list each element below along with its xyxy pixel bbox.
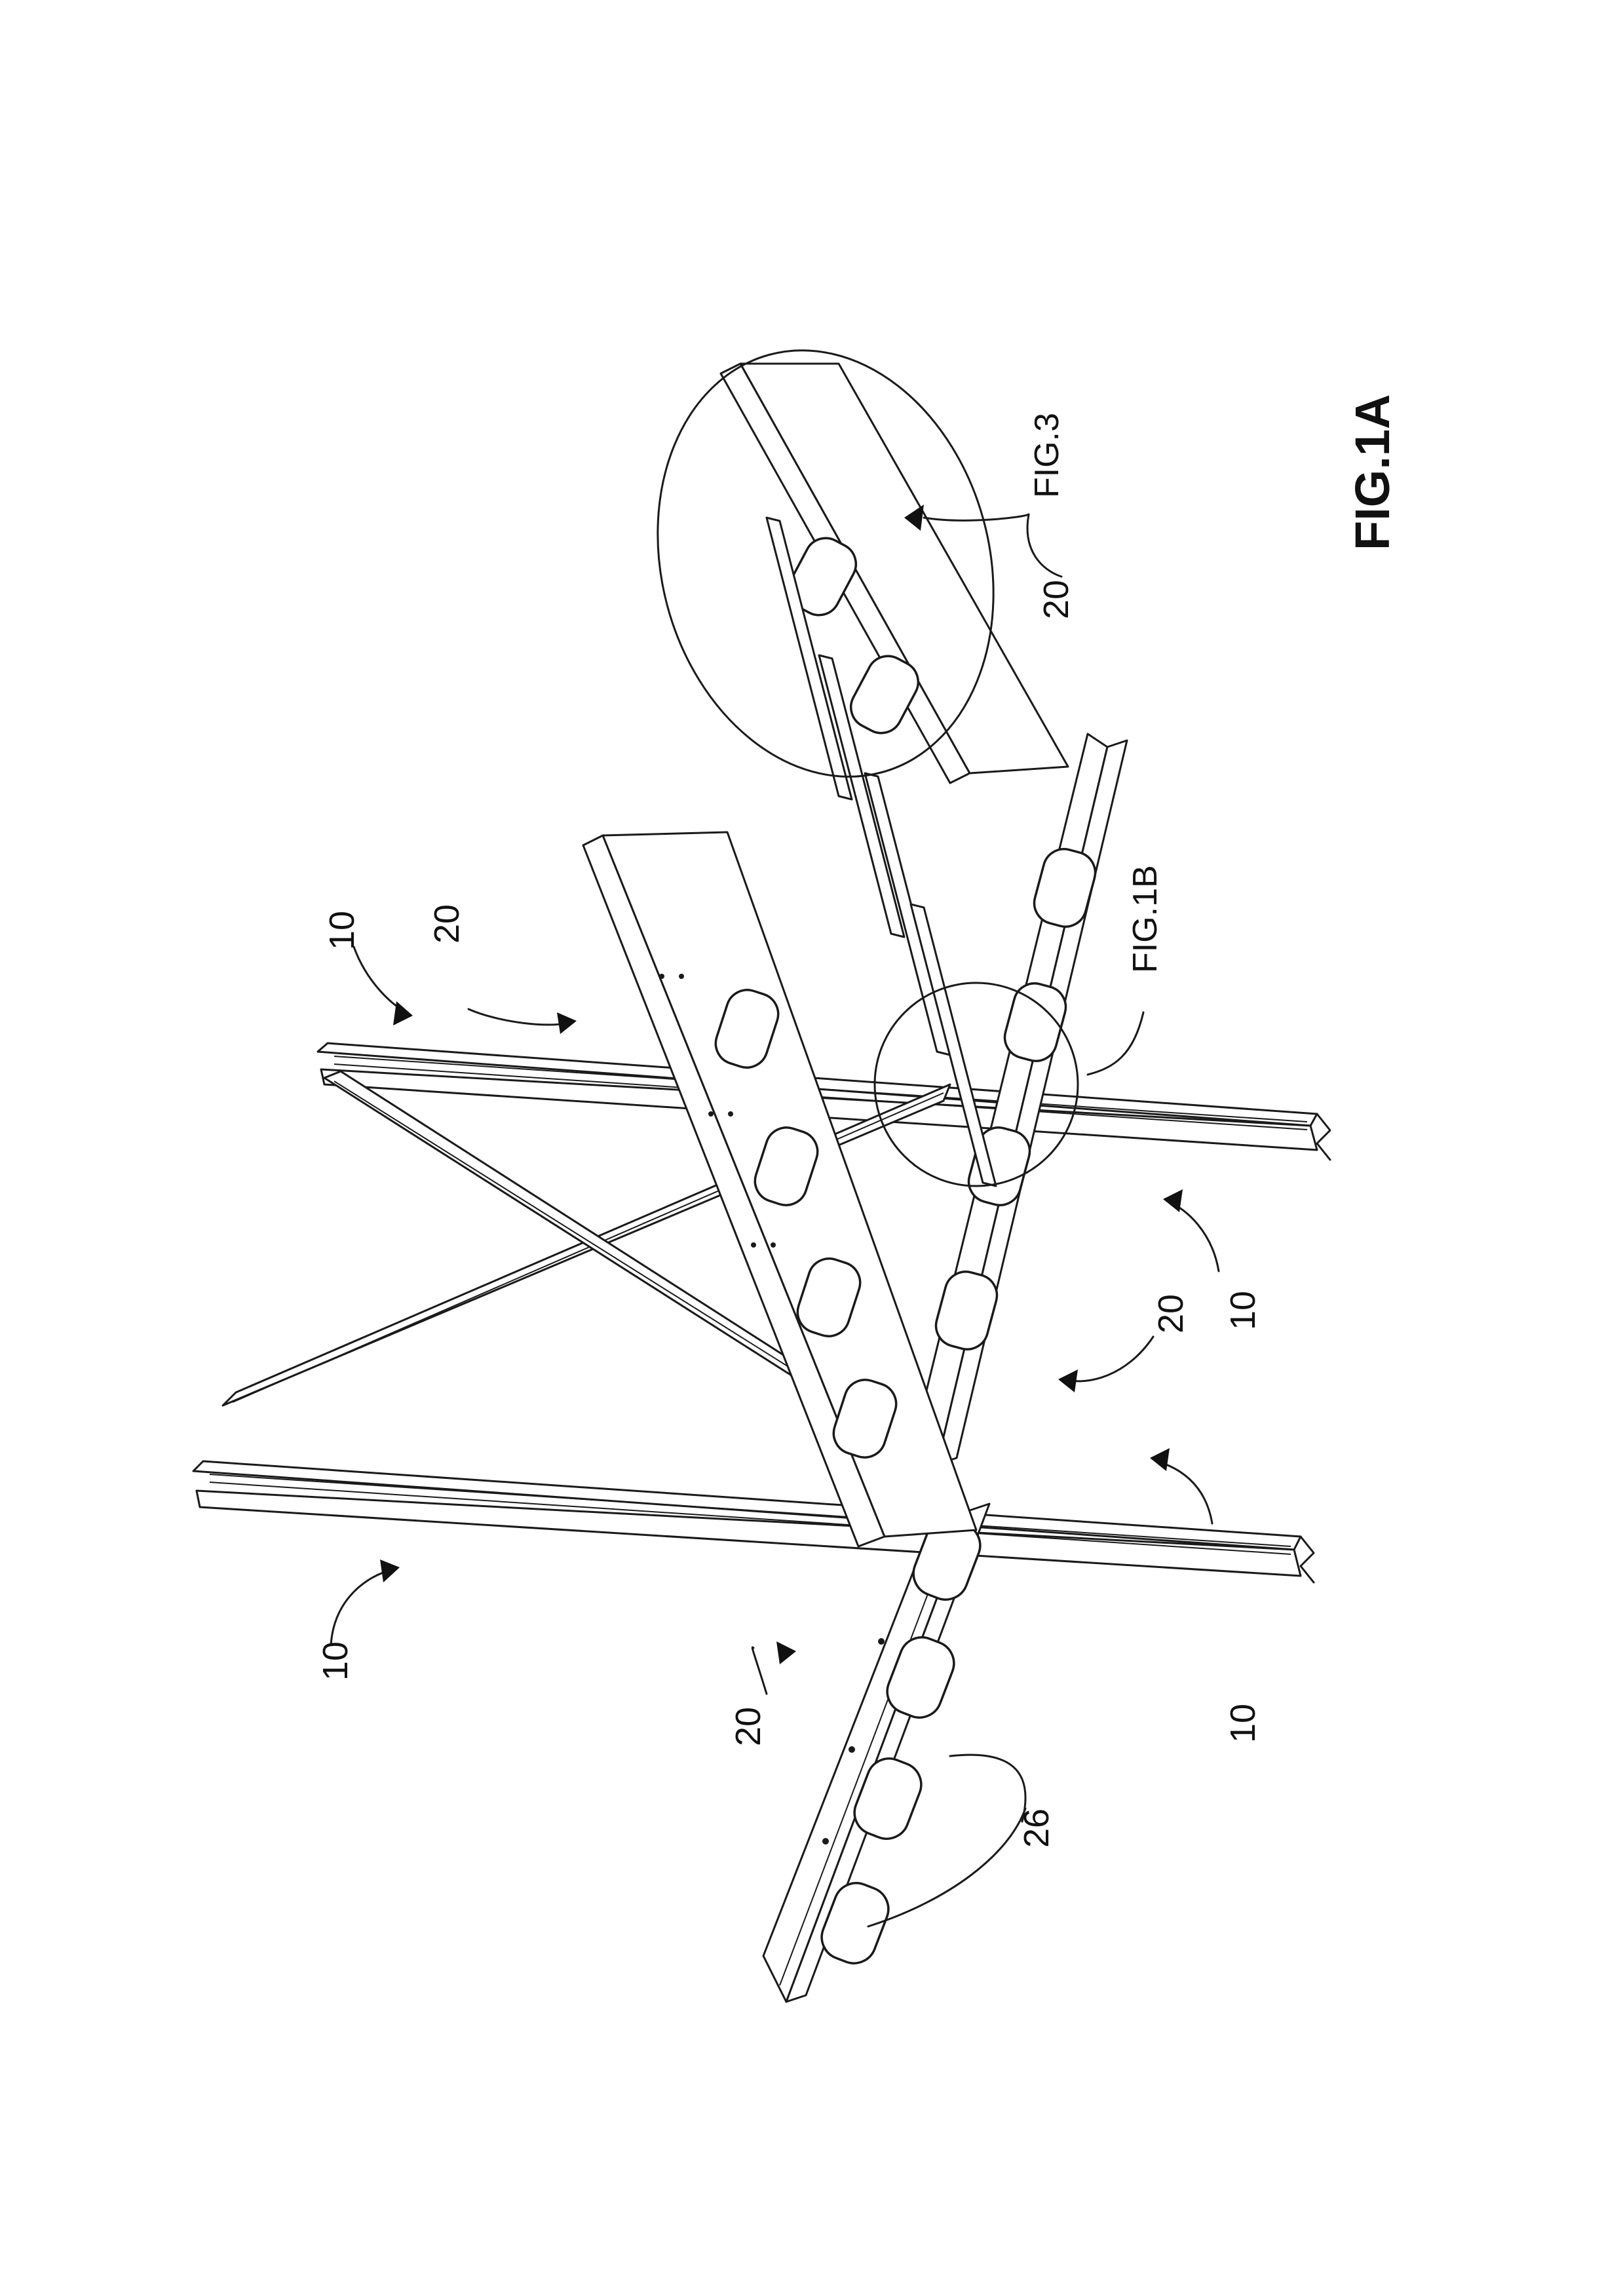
beam-fig3 <box>721 364 1068 783</box>
beam-bottom <box>763 1494 989 2002</box>
ref-10-upright-top-right: 10 <box>322 911 362 950</box>
ref-26-openings: 26 <box>1017 1808 1056 1848</box>
ref-20-beam-fig3: 20 <box>1037 580 1076 619</box>
fig1b-callout-label: FIG.1B <box>1126 865 1164 973</box>
upright-left <box>193 1461 1314 1582</box>
ref-20-beam-bottom: 20 <box>729 1707 768 1746</box>
figure-title: FIG.1A <box>1345 394 1400 550</box>
ref-10-upright-top-left: 10 <box>316 1641 355 1681</box>
ref-20-beam-middle: 20 <box>1151 1294 1191 1333</box>
fig3-callout-label: FIG.3 <box>1028 413 1066 498</box>
ref-10-upright-bottom-left: 10 <box>1223 1704 1263 1743</box>
ref-20-beam-top: 20 <box>427 904 467 944</box>
ref-10-upright-bottom-right: 10 <box>1223 1291 1263 1330</box>
